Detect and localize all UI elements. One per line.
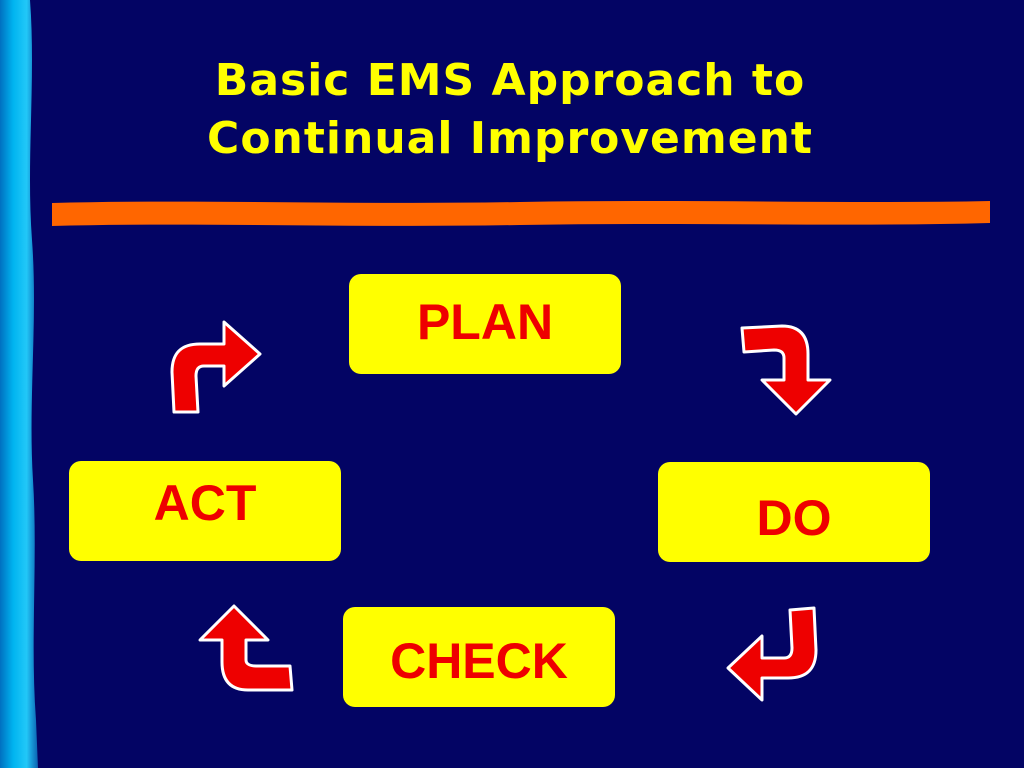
plan-box: PLAN [349,274,621,374]
act-box: ACT [69,461,341,561]
check-box: CHECK [343,607,615,707]
slide-title: Basic EMS Approach to Continual Improvem… [60,52,960,168]
title-line-2: Continual Improvement [207,113,813,164]
check-label: CHECK [390,633,568,689]
do-box: DO [658,462,930,562]
plan-label: PLAN [416,294,554,350]
act-label: ACT [153,475,257,531]
side-band-decoration [0,0,38,768]
act-to-plan-arrow-icon [170,320,262,414]
do-to-check-arrow-icon [726,606,818,702]
title-line-1: Basic EMS Approach to [214,55,806,106]
check-to-act-arrow-icon [198,604,294,692]
plan-to-do-arrow-icon [740,324,832,416]
do-label: DO [756,490,832,546]
title-divider-rule [52,201,990,226]
